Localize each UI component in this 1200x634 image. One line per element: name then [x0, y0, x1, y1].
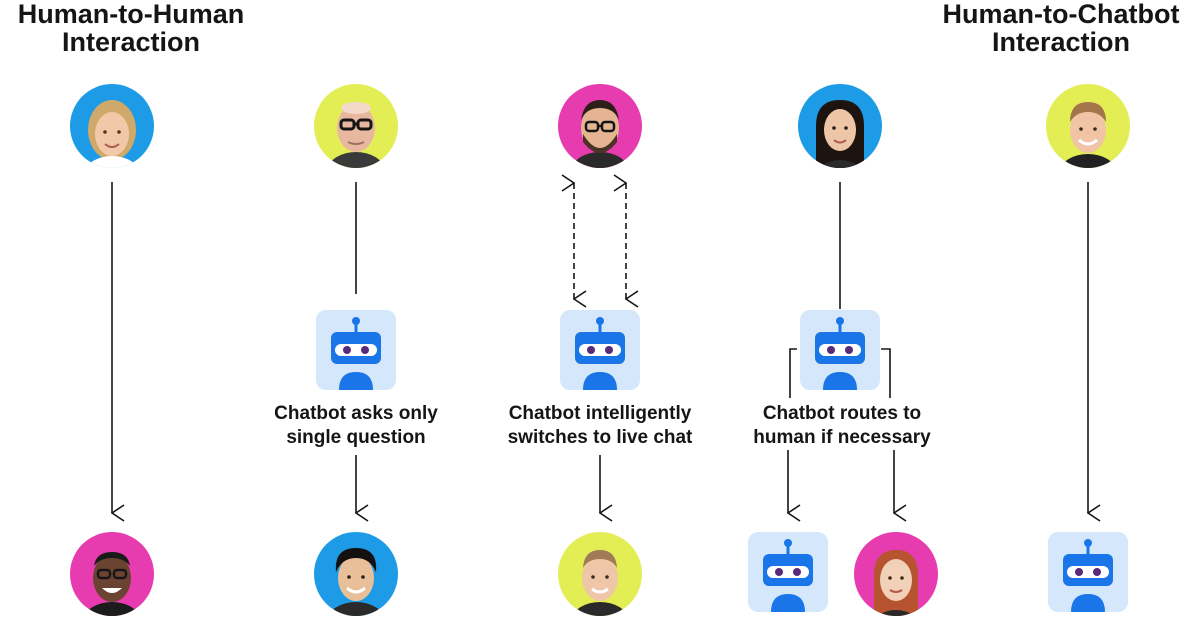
chatbot-robot-icon: [560, 310, 640, 390]
caption-routes-human: Chatbot routes to human if necessary: [724, 402, 960, 450]
person-avatar-icon: [558, 84, 642, 168]
caption-routes-human-line1: Chatbot routes to: [762, 403, 922, 424]
connector-bracket: [789, 348, 797, 398]
caption-single-question: Chatbot asks only single question: [236, 402, 476, 450]
heading-human-to-chatbot: Human-to-Chatbot Interaction: [922, 0, 1200, 56]
person-avatar-icon: [854, 532, 938, 616]
caption-routes-human-line2: human if necessary: [753, 427, 931, 448]
person-avatar-icon: [1046, 84, 1130, 168]
caption-live-chat-line2: switches to live chat: [507, 427, 693, 448]
caption-single-question-line2: single question: [286, 427, 426, 448]
chatbot-robot-icon: [800, 310, 880, 390]
connector-bracket: [881, 348, 891, 398]
caption-live-chat: Chatbot intelligently switches to live c…: [478, 402, 722, 450]
person-avatar-icon: [70, 84, 154, 168]
person-avatar-icon: [558, 532, 642, 616]
person-avatar-icon: [314, 532, 398, 616]
heading-human-to-human: Human-to-Human Interaction: [0, 0, 262, 56]
heading-human-to-chatbot-line1: Human-to-Chatbot: [942, 0, 1180, 29]
caption-live-chat-line1: Chatbot intelligently: [508, 403, 692, 424]
person-avatar-icon: [70, 532, 154, 616]
chatbot-robot-icon: [748, 532, 828, 612]
caption-single-question-line1: Chatbot asks only: [274, 403, 438, 424]
person-avatar-icon: [314, 84, 398, 168]
heading-human-to-human-line1: Human-to-Human: [17, 0, 245, 29]
chatbot-robot-icon: [1048, 532, 1128, 612]
chatbot-robot-icon: [316, 310, 396, 390]
heading-human-to-chatbot-line2: Interaction: [991, 27, 1131, 57]
heading-human-to-human-line2: Interaction: [61, 27, 201, 57]
person-avatar-icon: [798, 84, 882, 168]
